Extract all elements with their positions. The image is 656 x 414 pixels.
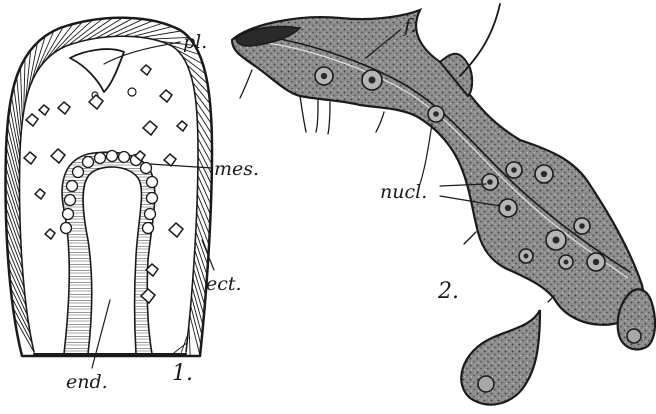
label-end: end.	[66, 371, 108, 393]
mesenchyme-cell	[169, 223, 183, 237]
nucleolus	[541, 171, 547, 177]
nucleolus	[321, 73, 327, 79]
nucleolus	[553, 237, 560, 244]
pseudopod-hair	[328, 102, 330, 134]
ectoderm-cell-boundary	[142, 31, 181, 38]
pseudopod-hair	[316, 100, 318, 132]
mesenchyme-cell	[51, 149, 65, 163]
endoderm-cell	[119, 152, 130, 163]
leader-line-pl	[104, 42, 180, 64]
mesenchyme-cell	[143, 121, 157, 135]
nucleolus	[369, 77, 376, 84]
label-mes: mes.	[214, 158, 259, 180]
pole-cell	[70, 49, 124, 92]
mesenchyme-cell	[58, 102, 70, 114]
cell-body	[232, 10, 643, 325]
mesenchyme-cell	[24, 152, 36, 164]
pseudopod-hair	[240, 70, 252, 98]
figure-number-2: 2.	[437, 279, 459, 304]
leader-line-nucl	[420, 124, 432, 184]
mesenchyme-cell	[45, 229, 55, 239]
ectoderm-cell-boundary	[6, 156, 20, 204]
endoderm-cell	[63, 209, 74, 220]
embryo-section-figure: pl. mes. ect. end. 1.	[6, 18, 260, 393]
pseudopod-hair	[464, 232, 476, 244]
mesenchyme-cells	[24, 65, 187, 303]
label-ect: ect.	[206, 273, 242, 295]
endoderm-cell	[145, 209, 156, 220]
mesenchyme-cell	[35, 189, 45, 199]
endoderm-cell	[73, 167, 84, 178]
endoderm-cell	[95, 153, 106, 164]
nucleolus	[524, 254, 529, 259]
endoderm-cell	[143, 223, 154, 234]
endoderm-cell	[147, 193, 158, 204]
nucleolus	[511, 167, 517, 173]
pseudopod-hair	[300, 96, 306, 132]
cell-lower-bud	[461, 310, 540, 405]
leader-line-end	[92, 300, 110, 368]
mesenchyme-cell	[160, 90, 172, 102]
endoderm-cell	[67, 181, 78, 192]
bud-nucleus	[478, 376, 494, 392]
endoderm-cell	[147, 177, 158, 188]
nucleolus	[579, 223, 585, 229]
nucleolus	[564, 260, 569, 265]
pseudopod-hair	[376, 112, 384, 132]
label-pl: pl.	[183, 31, 207, 53]
bud-nucleus	[627, 329, 641, 343]
endoderm-cell	[107, 151, 118, 162]
mesenchyme-cell	[39, 105, 49, 115]
mesenchyme-cell	[26, 114, 38, 126]
nucleolus	[593, 259, 599, 265]
ectoderm-cell-boundary	[6, 166, 20, 213]
mesenchyme-cell	[164, 154, 176, 166]
endoderm-cell	[65, 195, 76, 206]
endoderm-cell	[61, 223, 72, 234]
pole-cell-nucleus	[128, 88, 136, 96]
endoderm-cell	[83, 157, 94, 168]
nucleolus	[487, 179, 493, 185]
label-f: f.	[402, 15, 416, 37]
mesenchyme-cell	[141, 65, 151, 75]
cell-figure: f. nucl. 2.	[232, 4, 655, 405]
ectoderm-cell-boundary	[189, 324, 190, 356]
label-nucl: nucl.	[380, 181, 427, 203]
ectoderm-cell-boundary	[20, 67, 22, 120]
figure-number-1: 1.	[172, 361, 193, 386]
ectoderm-cell-boundary	[105, 19, 143, 37]
mesenchyme-cell	[89, 95, 103, 109]
nucleolus	[505, 205, 511, 211]
ectoderm-cell-boundary	[6, 146, 19, 194]
nucleolus	[433, 111, 439, 117]
mesenchyme-cell	[177, 121, 187, 131]
ectoderm-cell-boundary	[7, 136, 20, 185]
